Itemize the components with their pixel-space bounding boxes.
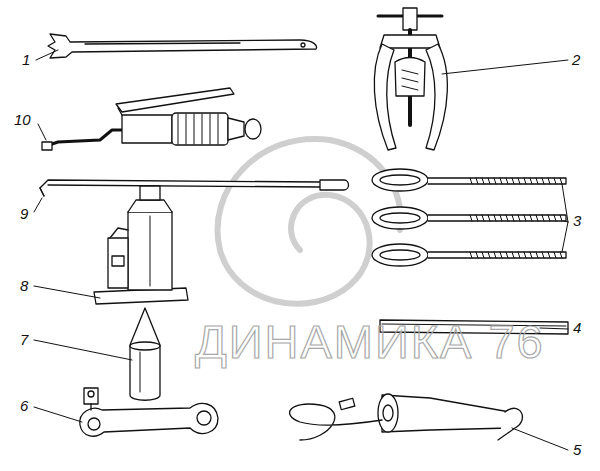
- puller: [374, 8, 447, 150]
- callout-number: 8: [20, 278, 28, 293]
- socket-wrench: [80, 388, 218, 436]
- eye-bolts: [372, 169, 566, 266]
- callout-number: 7: [20, 332, 28, 347]
- callout-number: 4: [573, 320, 581, 335]
- conical-part: [130, 308, 160, 400]
- callout-number: 1: [22, 52, 30, 67]
- callout-number: 9: [20, 206, 28, 221]
- rod: [40, 180, 349, 196]
- wrench: [48, 34, 316, 58]
- inspection-lamp: [290, 394, 523, 440]
- callout-number: 3: [573, 213, 581, 228]
- callout-number: 2: [572, 52, 580, 67]
- callout-number: 5: [573, 442, 581, 457]
- watermark: ДИНАМИКА 76: [195, 318, 545, 365]
- callout-number: 10: [14, 112, 31, 127]
- hydraulic-jack: [94, 186, 188, 304]
- callout-number: 6: [20, 398, 28, 413]
- grease-gun: [42, 88, 261, 150]
- leader-lines: [34, 50, 568, 450]
